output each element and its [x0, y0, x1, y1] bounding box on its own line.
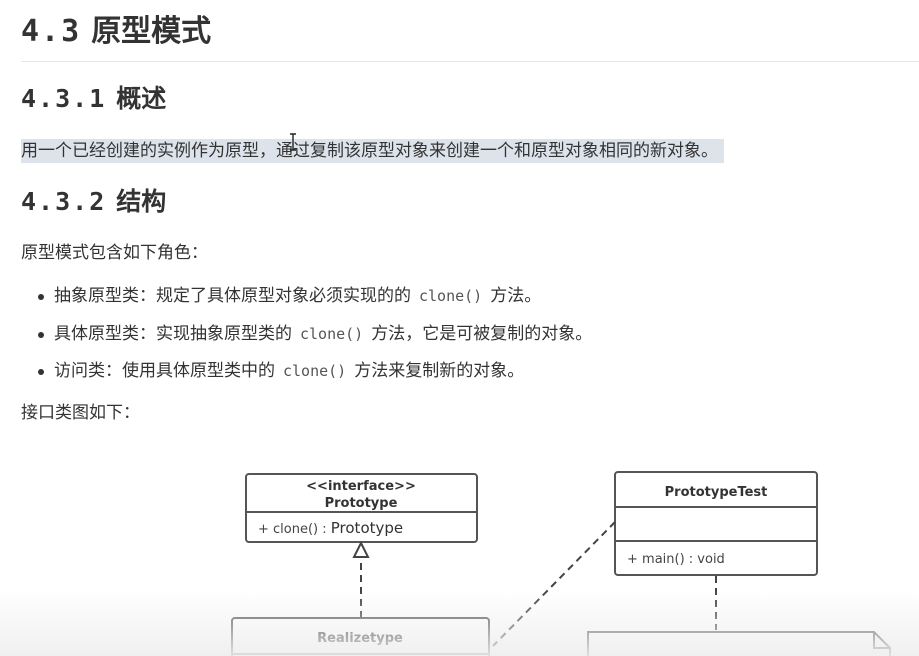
uml-note [587, 631, 891, 656]
overview-text[interactable]: 用一个已经创建的实例作为原型，通过复制该原型对象来创建一个和原型对象相同的新对象… [21, 139, 724, 163]
structure-heading: 4.3.2 结构 [21, 185, 166, 219]
text-cursor-icon [290, 133, 296, 151]
prototype-stereotype: <<interface>> [306, 479, 416, 494]
uml-class-realizetype: Realizetype [231, 617, 490, 656]
uml-class-prototype: <<interface>> Prototype + clone() : Prot… [245, 473, 478, 543]
section-title: 原型模式 [91, 14, 212, 49]
section-number: 4.3 [21, 14, 82, 49]
inline-code: clone() [283, 362, 347, 380]
structure-number: 4.3.2 [21, 187, 107, 216]
prototype-test-method: + main() : void [627, 552, 725, 567]
realizetype-class-name: Realizetype [317, 631, 403, 646]
overview-number: 4.3.1 [21, 84, 107, 113]
inline-code: clone() [419, 287, 483, 305]
overview-heading: 4.3.1 概述 [21, 82, 166, 116]
structure-intro: 原型模式包含如下角色： [21, 243, 208, 263]
diagram-caption: 接口类图如下： [21, 403, 140, 423]
inline-code: clone() [300, 324, 364, 343]
realization-arrow [352, 540, 370, 618]
selected-text[interactable]: 用一个已经创建的实例作为原型，通过复制该原型对象来创建一个和原型对象相同的新对象… [21, 139, 724, 163]
section-heading: 4.3 原型模式 [21, 12, 919, 62]
prototype-method: + clone() : Prototype [258, 519, 403, 537]
uml-class-prototype-test: PrototypeTest + main() : void [614, 471, 818, 576]
prototype-test-class-name: PrototypeTest [665, 485, 768, 500]
dependency-line [492, 521, 616, 647]
overview-title: 概述 [116, 84, 167, 113]
prototype-class-name: Prototype [325, 496, 398, 511]
structure-title: 结构 [116, 187, 167, 216]
